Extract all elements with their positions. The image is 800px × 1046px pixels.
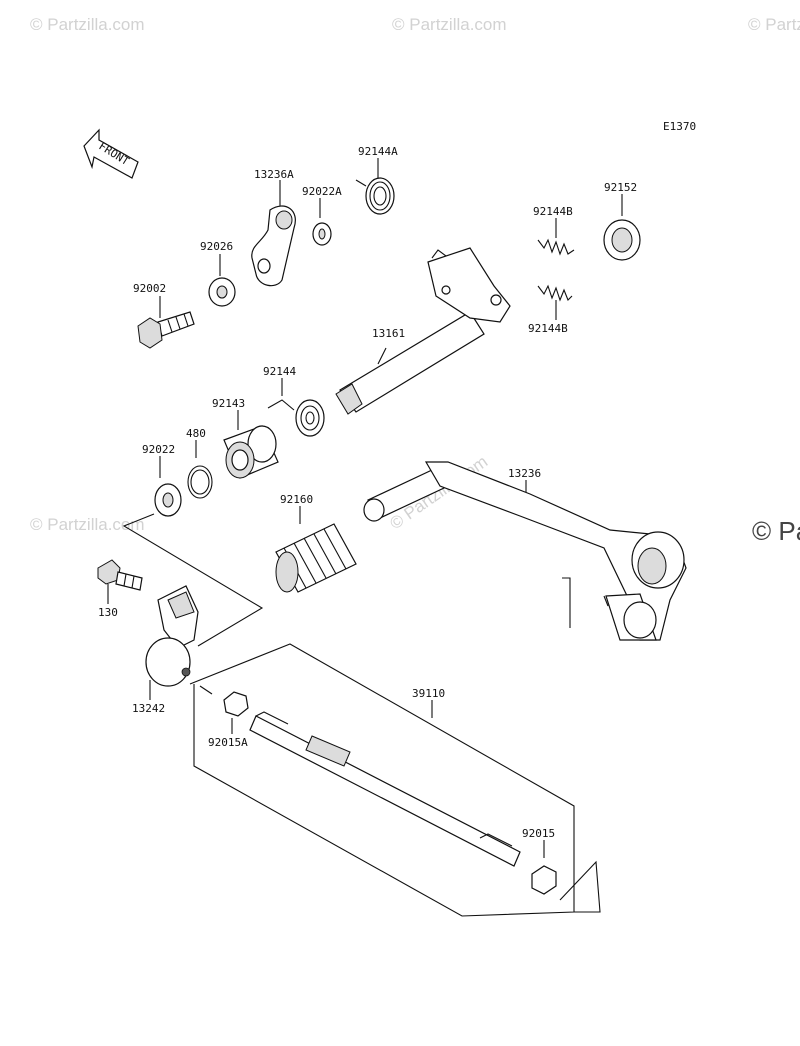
spring-92144B-bottom: [537, 284, 573, 320]
label-92026: 92026: [200, 240, 233, 253]
watermark-top-left: © Partzilla.com: [30, 15, 145, 34]
boot-92160: [275, 506, 357, 593]
label-13161: 13161: [372, 327, 405, 340]
collar-92143: [223, 410, 279, 479]
label-13236: 13236: [508, 467, 541, 480]
label-92002: 92002: [133, 282, 166, 295]
label-480: 480: [186, 427, 206, 440]
label-92022A: 92022A: [302, 185, 342, 198]
label-92144B-bottom: 92144B: [528, 322, 568, 335]
label-92144A: 92144A: [358, 145, 398, 158]
nut-92015: [531, 840, 557, 895]
circlip-480: [187, 440, 213, 499]
label-92015A: 92015A: [208, 736, 248, 749]
label-92015: 92015: [522, 827, 555, 840]
part-labels: 92002 92026 13236A 92022A 92144A 92144B …: [98, 145, 637, 840]
label-92144: 92144: [263, 365, 296, 378]
label-92143: 92143: [212, 397, 245, 410]
lever-13236A: [251, 180, 296, 287]
assembly-lines: [122, 513, 601, 917]
watermark-top-right: © Partzilla.com: [748, 15, 800, 34]
label-13236A: 13236A: [254, 168, 294, 181]
label-92144B-top: 92144B: [533, 205, 573, 218]
label-13242: 13242: [132, 702, 165, 715]
label-92160: 92160: [280, 493, 313, 506]
shaft-13161: [335, 247, 511, 415]
spring-92144: [267, 378, 325, 437]
label-130: 130: [98, 606, 118, 619]
washer-92026: [208, 254, 236, 307]
label-92152: 92152: [604, 181, 637, 194]
watermarks: © Partzilla.com © Partzilla.com © Partzi…: [30, 15, 800, 546]
rod-39110: [249, 700, 521, 867]
watermark-top-center: © Partzilla.com: [392, 15, 507, 34]
washer-92022A: [312, 198, 332, 246]
label-92022: 92022: [142, 443, 175, 456]
label-39110: 39110: [412, 687, 445, 700]
watermark-edge-right: © Pa: [752, 516, 800, 546]
watermark-mid-left: © Partzilla.com: [30, 515, 145, 534]
front-arrow: FRONT: [83, 128, 139, 179]
shift-arm-13242: [145, 585, 199, 700]
spring-92144A: [355, 158, 395, 215]
bolt-92002: [137, 296, 195, 349]
seal-92152: [603, 194, 641, 261]
pedal-13236: [363, 461, 687, 641]
bolt-130: [97, 559, 143, 604]
spring-92144B-top: [537, 218, 575, 256]
nut-92015A: [223, 691, 249, 734]
diagram-code: E1370: [663, 120, 696, 133]
washer-92022: [154, 456, 182, 517]
